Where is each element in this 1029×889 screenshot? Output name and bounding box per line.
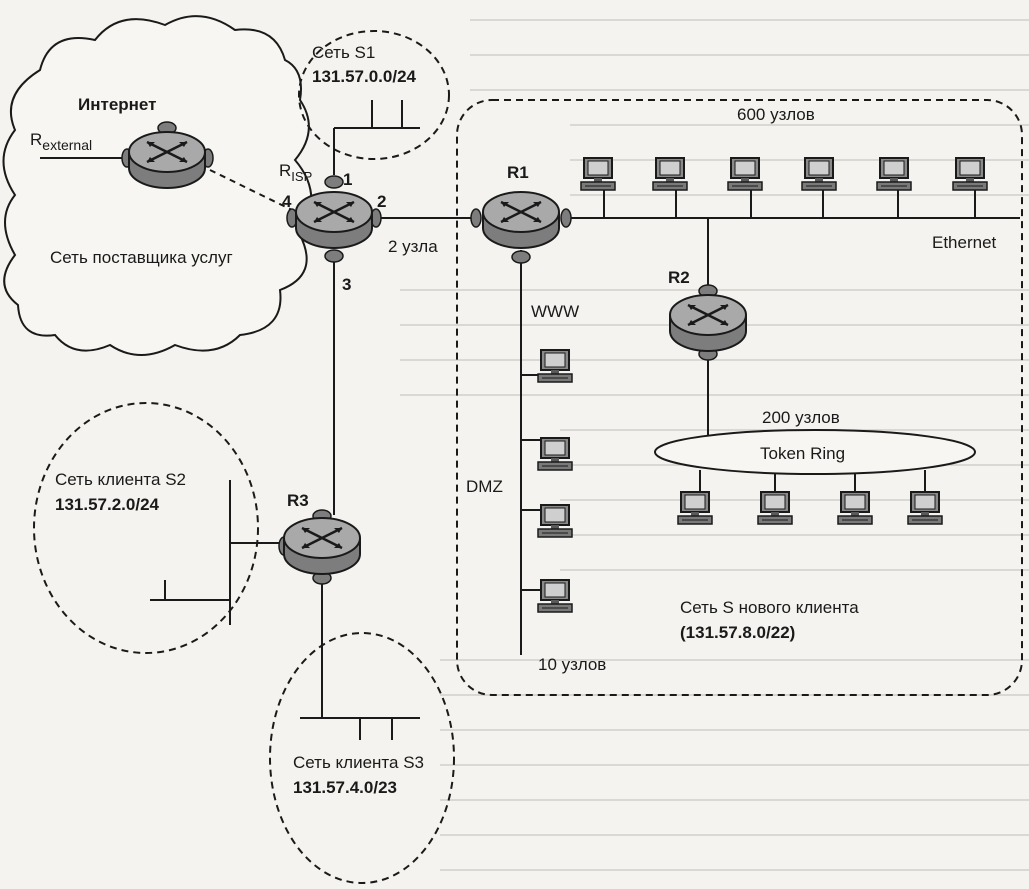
port-1-label: 1 bbox=[343, 170, 352, 189]
r-external-label: Rexternal bbox=[30, 130, 92, 153]
computer-icon bbox=[677, 491, 713, 525]
s1-name-label: Сеть S1 bbox=[312, 43, 375, 62]
s2-name-label: Сеть клиента S2 bbox=[55, 470, 186, 489]
network-s1-area bbox=[298, 30, 450, 160]
internet-label: Интернет bbox=[78, 95, 156, 114]
r3-label: R3 bbox=[287, 491, 309, 510]
isp-network-label: Сеть поставщика услуг bbox=[50, 248, 233, 267]
computer-icon bbox=[757, 491, 793, 525]
www-label: WWW bbox=[531, 302, 579, 321]
token-ring-label: Token Ring bbox=[760, 444, 845, 463]
router-r1-icon bbox=[481, 190, 561, 250]
network-s3-area bbox=[269, 632, 455, 884]
computer-icon bbox=[727, 157, 763, 191]
computer-icon bbox=[580, 157, 616, 191]
s1-addr-label: 131.57.0.0/24 bbox=[312, 67, 417, 86]
router-r2-icon bbox=[668, 293, 748, 353]
new-client-name-label: Сеть S нового клиента bbox=[680, 598, 859, 617]
port-3-label: 3 bbox=[342, 275, 351, 294]
port-2-label: 2 bbox=[377, 192, 386, 211]
router-external-icon bbox=[127, 130, 207, 190]
hosts-10-label: 10 узлов bbox=[538, 655, 606, 674]
router-isp-icon bbox=[294, 190, 374, 250]
hosts-600-label: 600 узлов bbox=[737, 105, 815, 124]
port-4-label: 4 bbox=[282, 192, 292, 211]
network-s2-area bbox=[33, 402, 259, 654]
s3-addr-label: 131.57.4.0/23 bbox=[293, 778, 397, 797]
token-ring bbox=[654, 429, 976, 475]
computer-icon bbox=[907, 491, 943, 525]
computer-icon bbox=[876, 157, 912, 191]
link-hosts-label: 2 узла bbox=[388, 237, 438, 256]
computer-icon bbox=[537, 504, 573, 538]
computer-icon bbox=[801, 157, 837, 191]
router-r3-icon bbox=[282, 516, 362, 576]
new-client-addr-label: (131.57.8.0/22) bbox=[680, 623, 795, 642]
r1-label: R1 bbox=[507, 163, 529, 182]
r2-label: R2 bbox=[668, 268, 690, 287]
r-isp-label: RISP bbox=[279, 161, 312, 184]
hosts-200-label: 200 узлов bbox=[762, 408, 840, 427]
computer-icon bbox=[652, 157, 688, 191]
dmz-label: DMZ bbox=[466, 477, 503, 496]
s3-name-label: Сеть клиента S3 bbox=[293, 753, 424, 772]
s2-addr-label: 131.57.2.0/24 bbox=[55, 495, 160, 514]
computer-icon bbox=[537, 437, 573, 471]
computer-icon bbox=[837, 491, 873, 525]
ethernet-label: Ethernet bbox=[932, 233, 997, 252]
computer-icon bbox=[952, 157, 988, 191]
router-ports bbox=[121, 121, 718, 585]
computer-icon bbox=[537, 579, 573, 613]
computer-icon bbox=[537, 349, 573, 383]
